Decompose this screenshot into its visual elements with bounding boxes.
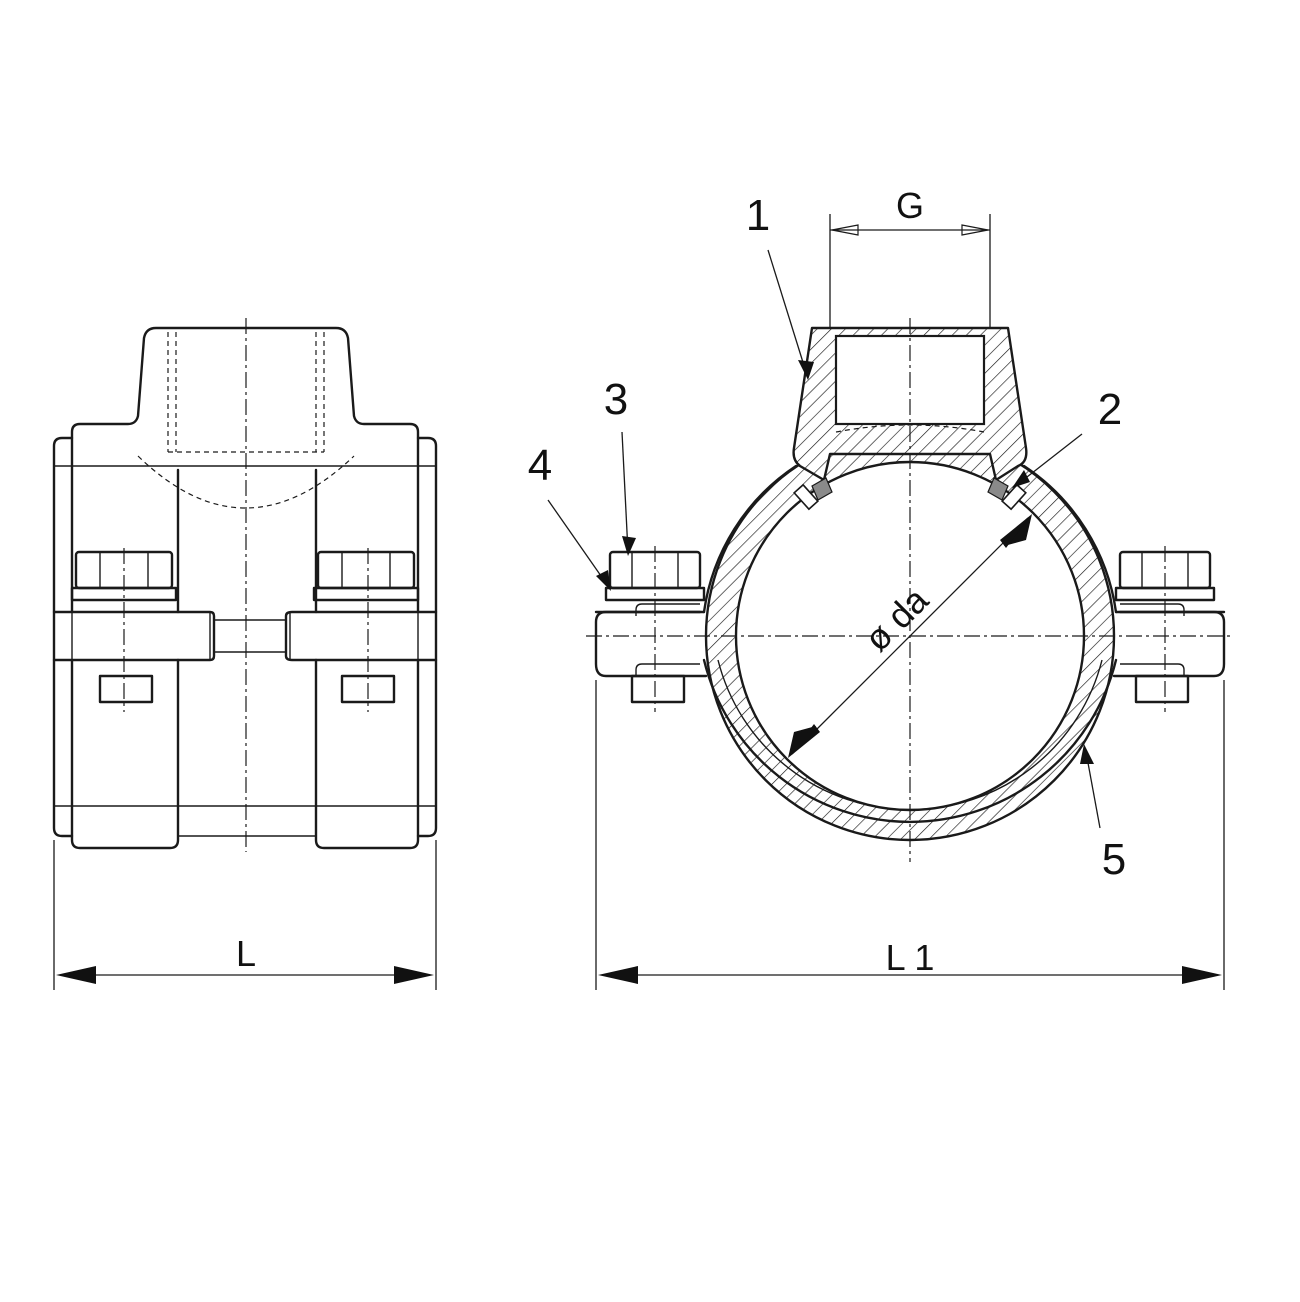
dimension-da-label: ø da <box>856 579 937 660</box>
side-left-rim <box>52 436 74 838</box>
dimension-l-label: L <box>236 933 256 974</box>
callout-4: 4 <box>528 441 552 490</box>
side-nut-right <box>312 550 420 602</box>
dimension-l: L <box>53 840 437 990</box>
seal-right <box>987 477 1027 511</box>
side-view: L <box>52 318 438 990</box>
lug-left <box>594 610 708 678</box>
callout-1: 1 <box>746 191 770 240</box>
bolt-end-left <box>630 674 686 704</box>
seal-left <box>793 477 833 511</box>
dimension-l1: L 1 <box>595 680 1225 990</box>
dimension-g: G <box>829 185 991 328</box>
leaders <box>547 249 1101 829</box>
front-view: G ø da L 1 <box>528 185 1234 990</box>
side-bolt-end-left <box>98 674 154 704</box>
callout-2: 2 <box>1098 385 1122 434</box>
lug-right <box>1112 610 1226 678</box>
dimension-g-label: G <box>896 185 924 226</box>
callout-5: 5 <box>1102 835 1126 884</box>
dimension-l1-label: L 1 <box>886 937 935 978</box>
callout-3: 3 <box>604 375 628 424</box>
side-flange-band <box>52 610 216 662</box>
bolt-end-right <box>1134 674 1190 704</box>
side-right-rim <box>416 436 438 838</box>
side-lower-body <box>70 658 180 850</box>
clamp-shell <box>702 464 798 614</box>
